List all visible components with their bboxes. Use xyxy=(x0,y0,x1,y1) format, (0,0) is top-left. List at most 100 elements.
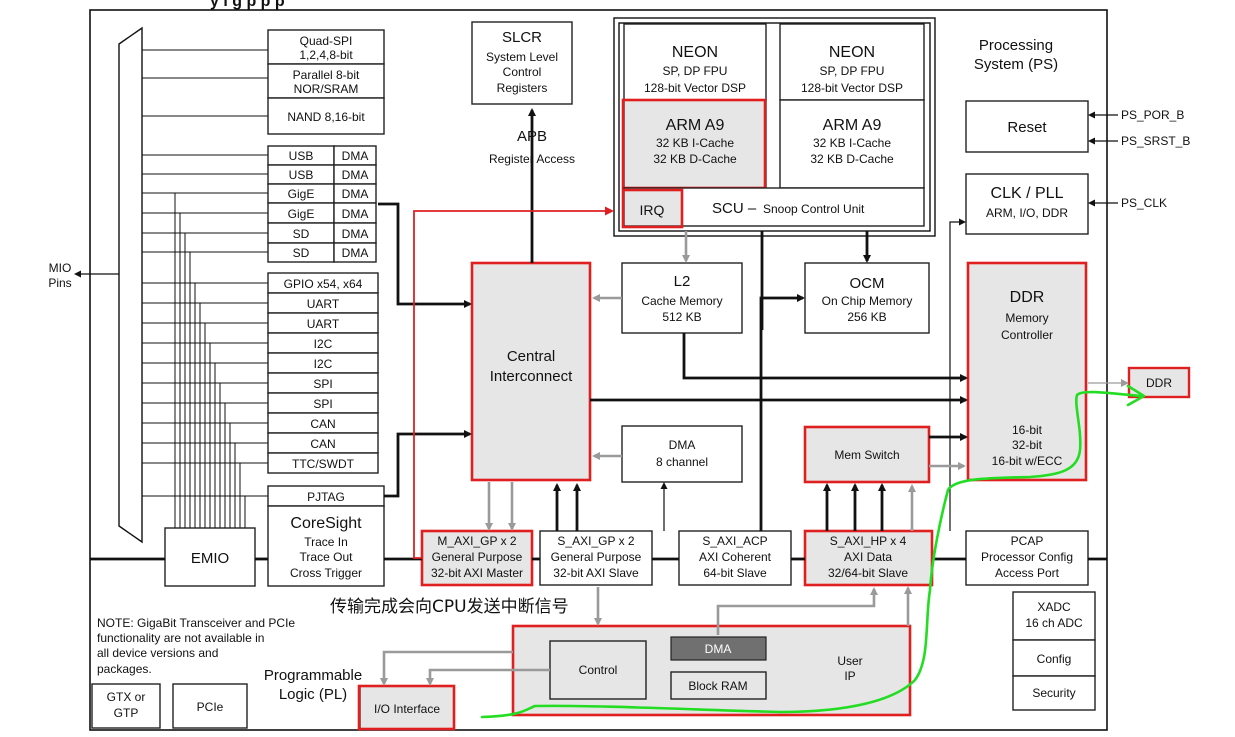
pl-label-line-1: Programmable xyxy=(264,667,362,684)
arm-right-line-1: 32 KB I-Cache xyxy=(813,136,891,150)
s-axi-hp-line-1: S_AXI_HP x 4 xyxy=(830,534,907,548)
user-ip-label-1: User xyxy=(837,654,862,668)
gige-1-label: GigE xyxy=(288,207,315,221)
sd-1-dma-label: DMA xyxy=(342,246,369,260)
ocm-box xyxy=(804,262,930,334)
s-axi-hp-line-2: AXI Data xyxy=(844,550,892,564)
block-ram-box xyxy=(670,671,767,700)
neon-left-line-1: SP, DP FPU xyxy=(663,64,728,78)
ttc-swdt-label: TTC/SWDT xyxy=(292,457,355,471)
cpu-complex-inner xyxy=(618,22,931,232)
ddr-controller-line-2: Controller xyxy=(1001,328,1053,342)
gtx-line-2: GTP xyxy=(114,706,139,720)
ddr-width-ecc: 16-bit w/ECC xyxy=(992,454,1063,468)
note-line-2: functionality are not available in xyxy=(97,631,264,645)
can-0-label: CAN xyxy=(310,417,335,431)
security-box xyxy=(1012,675,1096,711)
spi-0-label: SPI xyxy=(313,377,332,391)
neon-left-line-2: 128-bit Vector DSP xyxy=(644,81,746,95)
green-trace xyxy=(480,390,1142,719)
ddr-width-16: 16-bit xyxy=(1012,423,1043,437)
note-line-3: all device versions and xyxy=(97,646,218,660)
scu-abbr: SCU – xyxy=(712,200,757,217)
chip-boundary xyxy=(89,9,1108,731)
note-line-4: packages. xyxy=(97,662,152,676)
flash-nor-box xyxy=(267,63,385,99)
arm-left-line-1: 32 KB I-Cache xyxy=(656,136,734,150)
coresight-trace-out: Trace Out xyxy=(300,550,354,564)
coresight-trace-in: Trace In xyxy=(304,535,348,549)
s-axi-acp-line-2: AXI Coherent xyxy=(699,550,772,564)
arm-left-title: ARM A9 xyxy=(666,117,725,134)
clk-pll-title: CLK / PLL xyxy=(991,185,1064,202)
slcr-line-3: Registers xyxy=(497,81,548,95)
neon-right-line-2: 128-bit Vector DSP xyxy=(801,81,903,95)
ps-label-line-1: Processing xyxy=(979,37,1053,54)
io-interface-label: I/O Interface xyxy=(374,702,440,716)
ddr-controller-highlight xyxy=(966,261,1088,482)
gige-0-label: GigE xyxy=(288,187,315,201)
ddr-controller-box xyxy=(967,262,1087,481)
s-axi-acp-line-1: S_AXI_ACP xyxy=(702,534,767,548)
dma-peripheral-group xyxy=(267,145,377,263)
header-text: y i g p p p xyxy=(210,0,285,10)
control-label: Control xyxy=(579,663,618,677)
ps-srst-b-label: PS_SRST_B xyxy=(1121,134,1190,148)
l2-line-2: 512 KB xyxy=(662,310,701,324)
coresight-cross-trigger: Cross Trigger xyxy=(290,566,362,580)
xadc-title: XADC xyxy=(1037,600,1071,614)
sd-0-label: SD xyxy=(293,227,310,241)
xadc-sub: 16 ch ADC xyxy=(1025,616,1083,630)
uart-0-label: UART xyxy=(307,297,340,311)
io-peripheral-group xyxy=(267,272,379,474)
flash-nand-box xyxy=(267,97,385,135)
uart-1-label: UART xyxy=(307,317,340,331)
neon-right-line-1: SP, DP FPU xyxy=(820,64,885,78)
ddr-external-label: DDR xyxy=(1146,376,1172,390)
gtx-box xyxy=(91,683,161,729)
config-label: Config xyxy=(1037,652,1072,666)
slcr-title: SLCR xyxy=(502,29,542,46)
usb-0-label: USB xyxy=(289,149,314,163)
usb-1-dma-label: DMA xyxy=(342,168,369,182)
ddr-controller-line-1: Memory xyxy=(1005,311,1048,325)
neon-left-box xyxy=(623,23,767,101)
nor-label-2: NOR/SRAM xyxy=(294,82,359,96)
note-line-1: NOTE: GigaBit Transceiver and PCIe xyxy=(97,616,295,630)
pcap-line-1: PCAP xyxy=(1011,534,1044,548)
ocm-line-2: 256 KB xyxy=(847,310,886,324)
m-axi-gp-line-1: M_AXI_GP x 2 xyxy=(437,534,516,548)
reset-box xyxy=(965,100,1089,153)
gpio-label: GPIO x54, x64 xyxy=(284,277,363,291)
block-ram-label: Block RAM xyxy=(688,679,747,693)
i2c-1-label: I2C xyxy=(314,357,333,371)
ddr-controller-title: DDR xyxy=(1010,289,1045,306)
security-label: Security xyxy=(1032,686,1075,700)
spi-1-label: SPI xyxy=(313,397,332,411)
ps-label-line-2: System (PS) xyxy=(974,56,1058,73)
s-axi-gp-line-2: General Purpose xyxy=(551,550,642,564)
ddr-width-32: 32-bit xyxy=(1012,438,1043,452)
m-axi-gp-line-3: 32-bit AXI Master xyxy=(431,566,523,580)
nand-label: NAND 8,16-bit xyxy=(287,110,365,124)
l2-line-1: Cache Memory xyxy=(641,294,722,308)
io-interface-highlight xyxy=(357,684,456,731)
emio-box xyxy=(164,527,256,587)
neon-right-box xyxy=(779,23,925,101)
s-axi-acp-line-3: 64-bit Slave xyxy=(703,566,767,580)
usb-1-label: USB xyxy=(289,168,314,182)
emio-label: EMIO xyxy=(191,550,229,567)
black-arrows xyxy=(378,108,1107,561)
clk-pll-sub: ARM, I/O, DDR xyxy=(986,206,1068,220)
pcap-line-3: Access Port xyxy=(995,566,1060,580)
mio-pins-label-2: Pins xyxy=(48,276,71,290)
mux-fan-wires xyxy=(142,49,268,528)
quadspi-label-2: 1,2,4,8-bit xyxy=(299,48,353,62)
memswitch-label: Mem Switch xyxy=(834,448,899,462)
pl-dma-label: DMA xyxy=(705,642,732,656)
dma8-box xyxy=(621,425,743,483)
irq-label: IRQ xyxy=(640,202,665,218)
ps-por-b-label: PS_POR_B xyxy=(1121,108,1184,122)
neon-left-title: NEON xyxy=(672,44,718,61)
